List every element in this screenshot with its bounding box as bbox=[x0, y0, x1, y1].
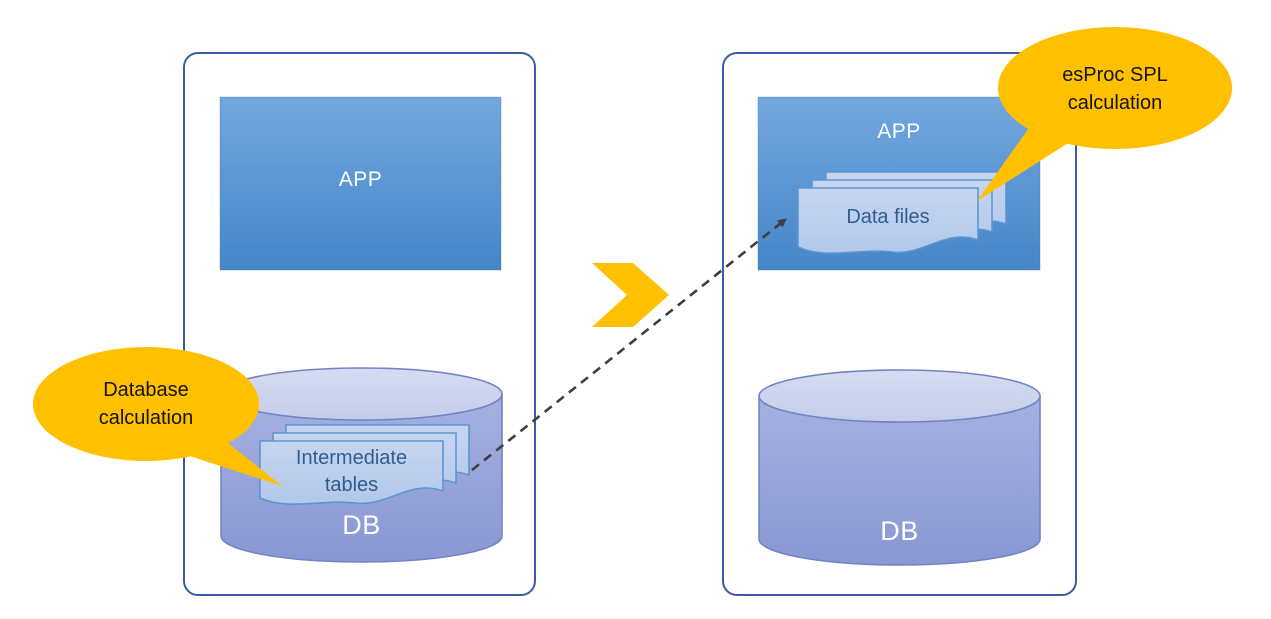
dashed-arrow-tables-to-files bbox=[471, 217, 787, 472]
esproc-spl-calculation-callout bbox=[977, 27, 1232, 201]
right-db-cylinder bbox=[758, 369, 1041, 566]
right-db-cylinder-top bbox=[758, 369, 1041, 423]
data-files-stack bbox=[797, 171, 1007, 255]
intermediate-tables-stack bbox=[259, 424, 470, 506]
left-db-cylinder-top bbox=[220, 367, 503, 421]
database-calculation-callout-bubble bbox=[33, 347, 259, 461]
esproc-spl-calculation-callout-tail bbox=[977, 118, 1073, 201]
database-calculation-callout bbox=[33, 347, 282, 486]
chevron-right-icon bbox=[592, 263, 669, 327]
esproc-spl-calculation-callout-bubble bbox=[998, 27, 1232, 149]
intermediate-tables-sheet-front bbox=[259, 440, 444, 506]
data-files-sheet-front bbox=[797, 187, 979, 255]
left-app-box bbox=[219, 96, 502, 271]
